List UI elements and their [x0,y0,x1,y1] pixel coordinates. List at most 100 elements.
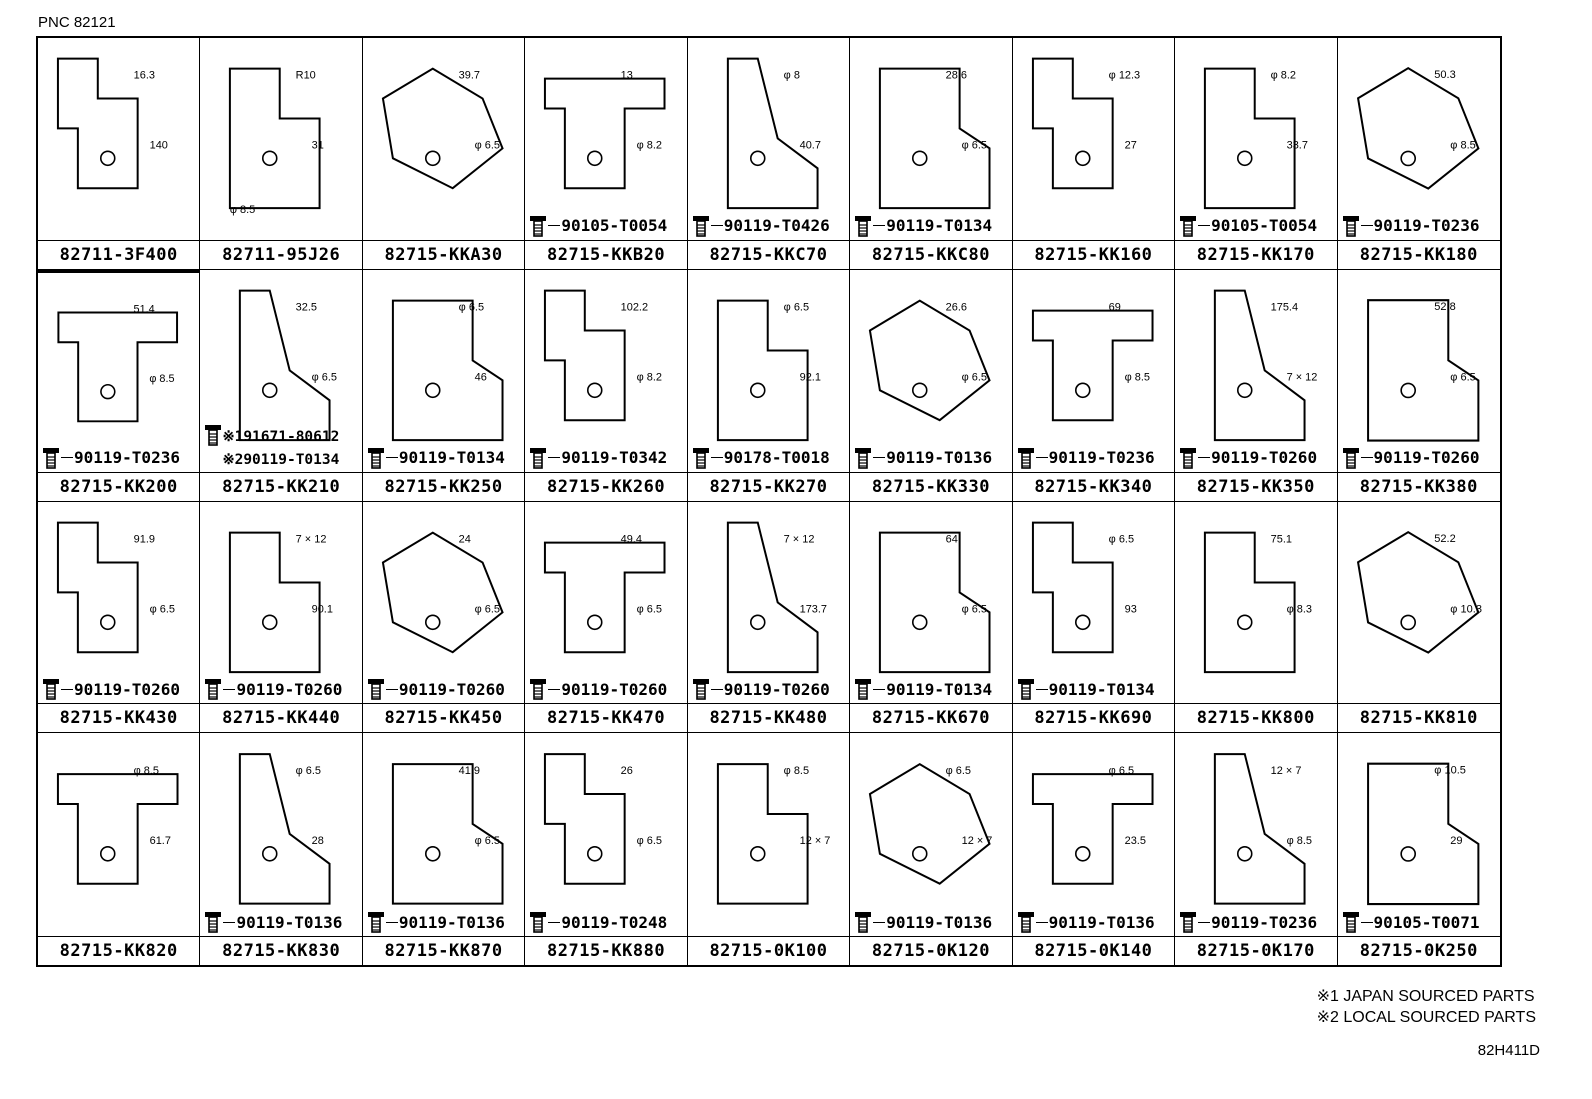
mount-hole [1399,150,1416,167]
source-notes: ※1 JAPAN SOURCED PARTS ※2 LOCAL SOURCED … [1317,986,1536,1028]
dimension-label: 26.6 [946,301,967,313]
bracket-outline [1031,57,1114,190]
bolt-part-number: 90119-T0260 [1211,448,1318,467]
part-number[interactable]: 82715-KK800 [1175,703,1337,732]
bolt-icon [692,447,710,469]
part-number[interactable]: 82715-KK340 [1012,471,1175,501]
bracket-outline [879,67,991,210]
bolt-callout: 90119-T0136 [204,911,342,933]
leader-line [385,688,398,690]
bracket-outline [1204,67,1296,210]
bolt-icon [1017,678,1035,701]
dimension-label: 91.9 [134,533,155,545]
bracket-outline [544,77,666,190]
bolt-part-number: 90119-T0260 [398,679,505,699]
part-number[interactable]: 82715-KK260 [525,471,687,501]
bolt-callout: 90119-T0134 [367,447,505,469]
part-number[interactable]: 82715-KK330 [850,471,1012,501]
bolt-icon [1017,447,1035,469]
part-number[interactable]: 82715-0K120 [850,936,1012,965]
part-number[interactable]: 82715-KK210 [200,471,362,501]
note-japan: ※1 JAPAN SOURCED PARTS [1316,988,1535,1005]
part-number[interactable]: 82715-KKC80 [850,239,1012,269]
dimension-label: 12 × 7 [799,835,830,847]
bolt-part-number: 90105-T0071 [1373,912,1480,932]
bolt-part-number: 90105-T0054 [1211,216,1318,236]
bracket-drawing: 13φ 8.2 [544,70,666,190]
dimension-label: 61.7 [150,835,171,847]
dimension-label: φ 6.5 [962,139,987,151]
mount-hole [99,150,116,167]
part-number[interactable]: 82715-KK180 [1337,239,1500,269]
mount-hole [262,150,278,167]
part-number[interactable]: 82715-KK880 [525,936,687,965]
part-number[interactable]: 82715-KK270 [687,471,850,501]
dimension-label: R10 [296,70,316,82]
part-number[interactable]: 82715-KK470 [525,703,687,732]
bracket-drawing: 50.3φ 8.5 [1356,67,1480,190]
mount-hole [1237,614,1253,630]
part-number[interactable]: 82715-KK810 [1337,703,1500,732]
part-number[interactable]: 82715-KK480 [687,703,850,732]
part-number[interactable]: 82715-KK820 [38,936,200,965]
part-number[interactable]: 82715-0K100 [687,936,850,965]
part-number[interactable]: 82715-KK690 [1012,703,1175,732]
part-number[interactable]: 82715-KKC70 [687,239,850,269]
mount-hole [1237,150,1253,167]
part-number[interactable]: 82715-KK670 [850,703,1012,732]
part-number[interactable]: 82715-KK870 [362,936,525,965]
part-number[interactable]: 82711-3F400 [38,239,200,269]
part-number[interactable]: 82715-KK830 [200,936,362,965]
mount-hole [99,846,116,862]
part-number[interactable]: 82715-0K140 [1012,936,1175,965]
part-number[interactable]: 82715-KK380 [1337,471,1500,501]
part-number[interactable]: 82715-KK440 [200,703,362,732]
mount-hole [912,150,928,167]
bolt-icon [1179,447,1197,469]
part-number[interactable]: 82715-KK250 [362,471,525,501]
part-number[interactable]: 82715-0K170 [1175,936,1337,965]
part-number[interactable]: 82715-KK200 [38,471,200,501]
part-number[interactable]: 82715-KK160 [1012,239,1175,269]
dimension-label: φ 10.5 [1434,765,1466,777]
part-number[interactable]: 82715-KKB20 [525,239,687,269]
mount-hole [912,382,928,398]
bolt-icon [692,215,710,237]
bracket-outline [56,57,139,190]
bolt-part-number: 90119-T0248 [561,912,668,932]
bolt-icon [529,678,547,701]
mount-hole [1074,150,1091,167]
part-number[interactable]: 82715-KK430 [38,703,200,732]
bolt-callout: 90119-T0260 [204,678,342,701]
bolt-callout: 90119-T0136 [1017,911,1155,933]
dimension-label: 102.2 [621,301,648,313]
dimension-label: φ 8 [783,70,799,82]
dimension-label: φ 6.5 [962,603,987,615]
dimension-label: φ 6.5 [1108,533,1133,545]
mount-hole [912,614,928,630]
bracket-outline [56,773,179,885]
leader-line [548,688,561,690]
part-number[interactable]: 82715-KK450 [362,703,525,732]
dimension-label: 52.2 [1434,533,1455,545]
part-number[interactable]: 82711-95J26 [200,239,362,269]
leader-line [1198,457,1211,458]
bracket-outline [381,530,504,653]
mount-hole [749,150,766,167]
part-number[interactable]: 82715-0K250 [1337,936,1500,965]
bracket-drawing: 26.6φ 6.5 [869,299,991,422]
bracket-outline [1356,67,1480,190]
part-number[interactable]: 82715-KKA30 [362,239,525,269]
dimension-label: φ 6.5 [783,301,808,313]
part-number[interactable]: 82715-KK170 [1175,239,1337,269]
part-number[interactable]: 82715-KK350 [1175,471,1337,501]
bolt-part-number: 90119-T0260 [1373,448,1480,467]
